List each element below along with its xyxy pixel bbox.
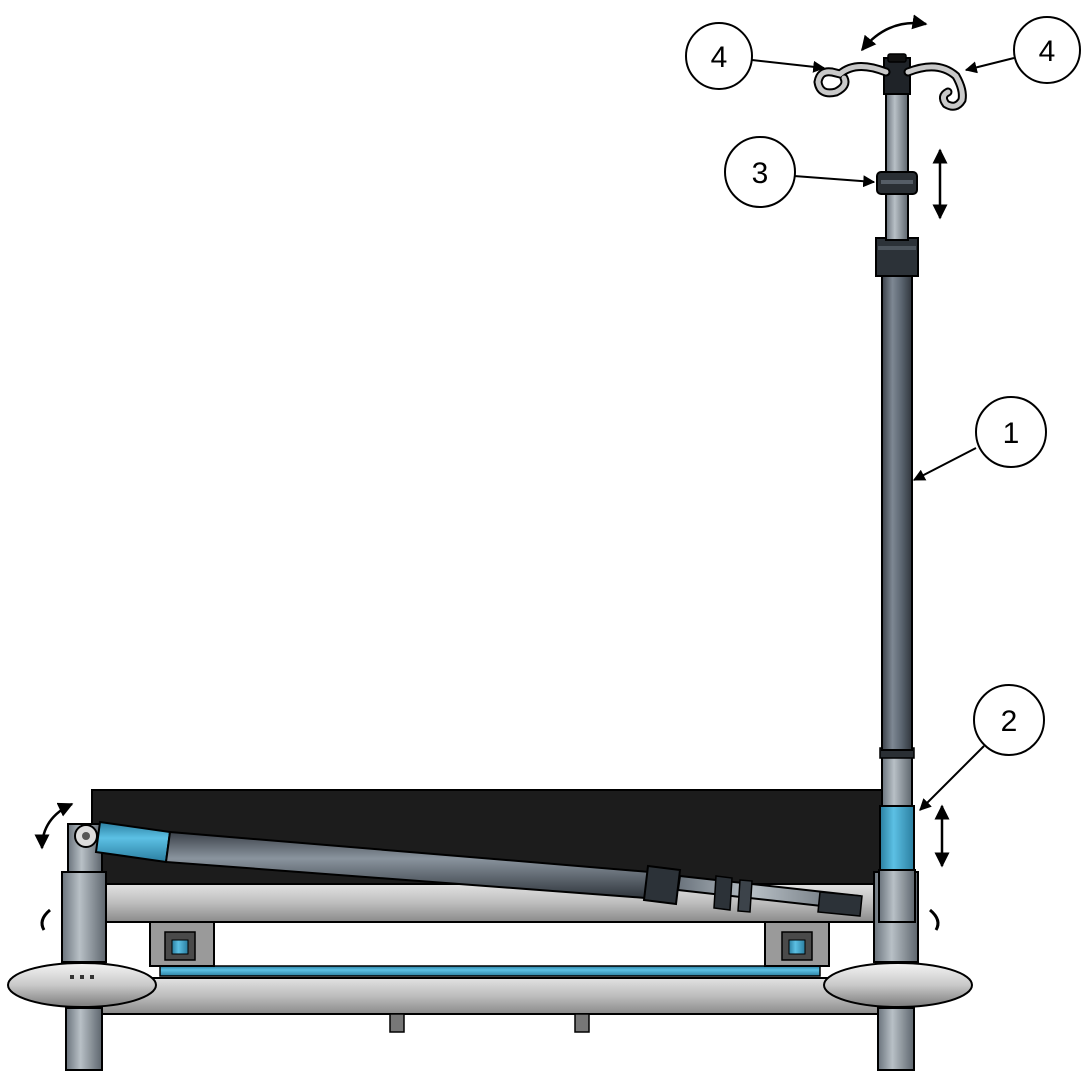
blue-cross-rod [159,965,821,977]
iv-hooks [813,62,967,111]
callout-4-left: 4 [685,22,826,90]
pole-extension-tube [885,91,909,241]
callout-4-right: 4 [964,16,1081,84]
callout-1: 1 [912,396,1047,481]
lower-frame-rail [99,977,881,1015]
left-wheel [7,962,157,1008]
left-bracket [149,921,215,967]
bed-base [7,789,973,1071]
callout-2: 2 [919,684,1045,811]
left-post [40,871,107,1071]
motion-arrows [34,14,950,868]
right-wheel [823,962,973,1008]
iv-pole [875,53,919,923]
pole-main-tube [881,273,913,751]
callout-2-label: 2 [1001,705,1018,738]
callout-3: 3 [724,136,876,208]
stowed-pole [67,820,863,917]
callout-3-label: 3 [752,157,769,190]
callout-1-label: 1 [1003,417,1020,450]
center-foot-right [574,1013,590,1033]
callout-4-right-label: 4 [1039,35,1056,68]
callout-4-left-label: 4 [711,41,728,74]
center-foot-left [389,1013,405,1033]
height-adjust-sleeve [879,805,915,871]
hook-rotation-arrow [861,14,928,52]
right-bracket [764,921,830,967]
pole-mount-lower [878,869,916,923]
callouts: 4 4 3 1 2 [685,16,1081,811]
pivot-rotation-arrow [34,802,74,850]
pole-upper-collar [875,237,919,277]
